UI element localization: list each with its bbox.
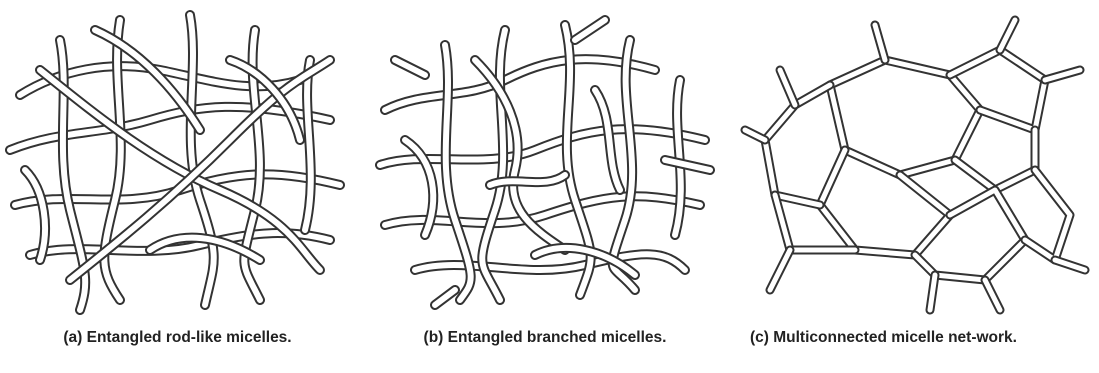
micelle-tube-interior: [745, 20, 1080, 140]
micelle-tube-interior: [780, 70, 795, 105]
micelle-tube-outline: [385, 59, 655, 110]
micelle-network-illustration: [735, 0, 1099, 320]
caption-b: (b) Entangled branched micelles.: [365, 328, 725, 347]
panel-micelle-network: (c) Multiconnected micelle net-work.: [735, 0, 1099, 373]
rod-like-micelles-illustration: [0, 0, 355, 320]
micelle-tube-interior: [415, 254, 685, 270]
branched-micelles-illustration: [365, 0, 725, 320]
caption-c: (c) Multiconnected micelle net-work.: [750, 328, 1090, 347]
micelle-tube-outline: [745, 20, 1080, 140]
panel-branched-micelles: (b) Entangled branched micelles.: [365, 0, 725, 373]
micelle-tube-outline: [770, 250, 1085, 310]
caption-a: (a) Entangled rod-like micelles.: [0, 328, 355, 347]
micelle-tube-interior: [25, 170, 45, 260]
panel-rod-like-micelles: (a) Entangled rod-like micelles.: [0, 0, 355, 373]
